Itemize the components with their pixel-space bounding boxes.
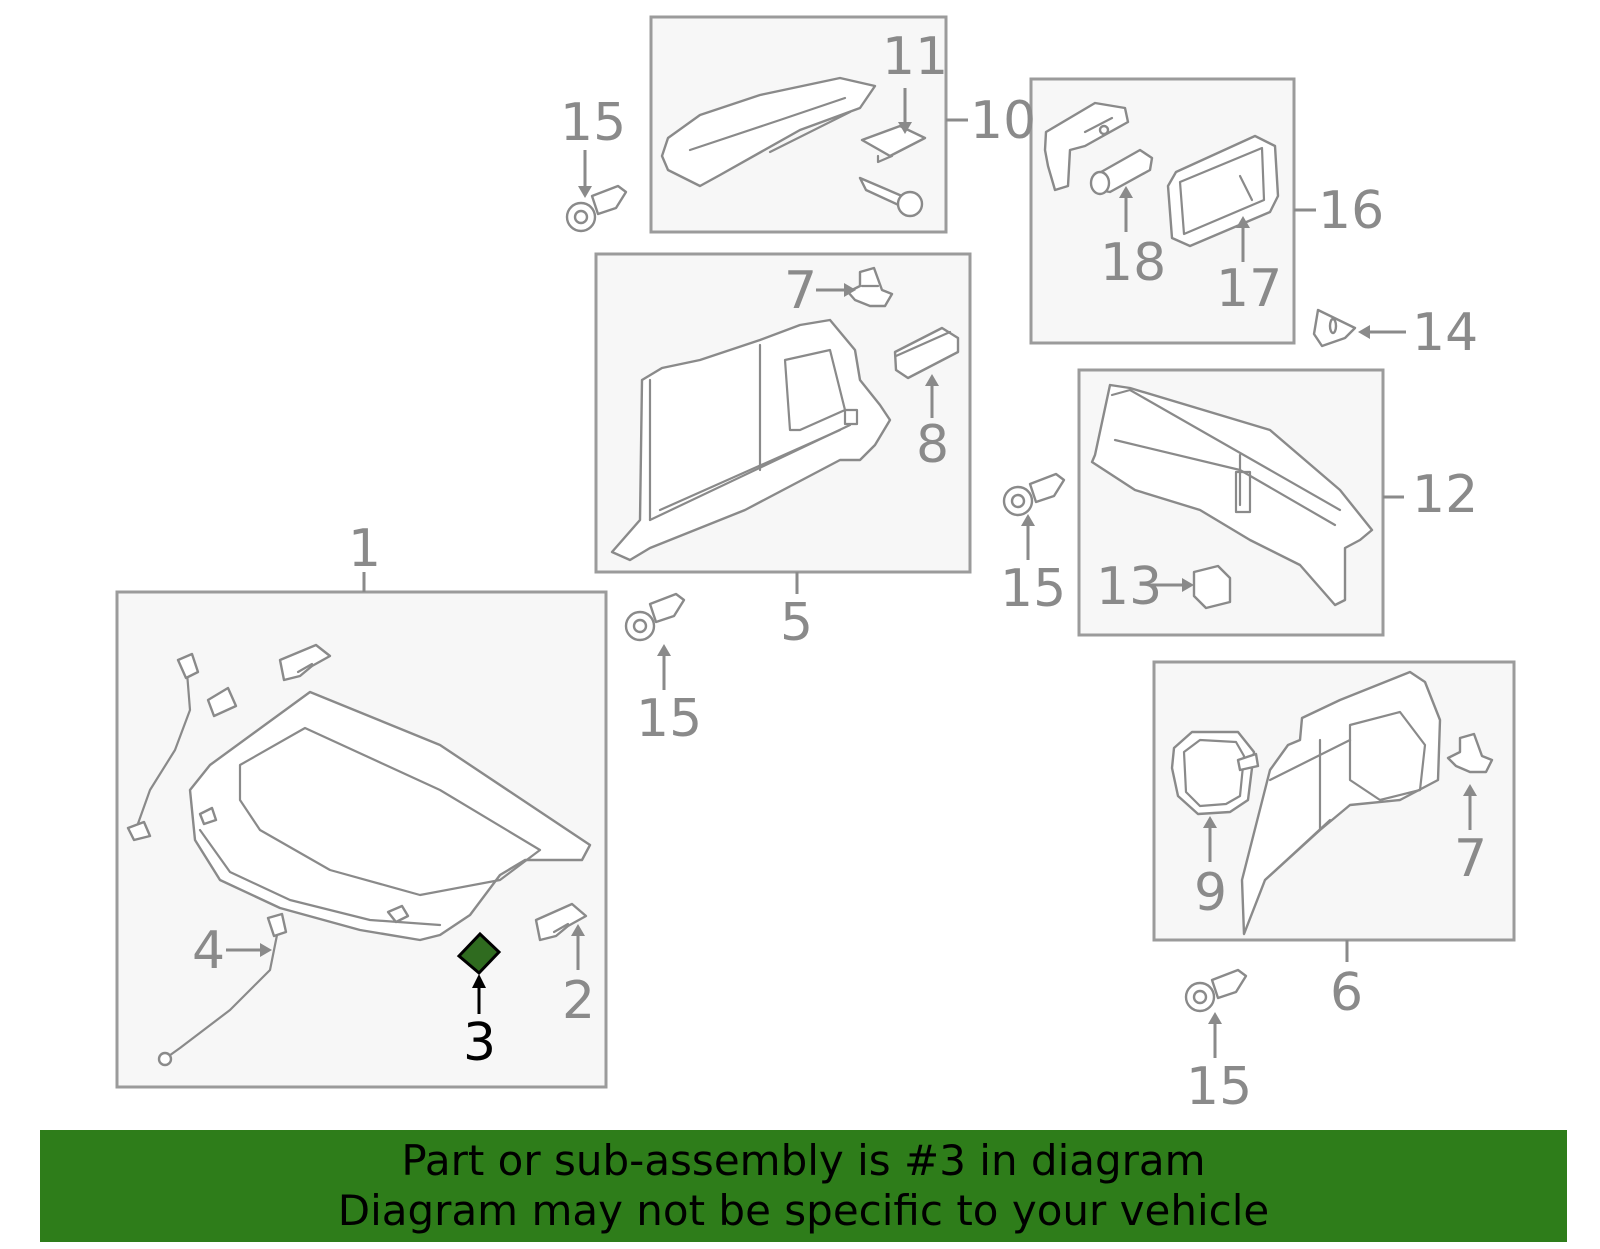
- part-7-clip-lower: [1446, 732, 1494, 774]
- callout-9: 9: [1194, 863, 1227, 923]
- part-4-cable: [157, 912, 288, 1067]
- part-1-cargo-cover: [188, 690, 592, 942]
- part-2-bracket: [534, 902, 588, 942]
- callout-8: 8: [916, 415, 949, 475]
- part-6-quarter-trim: [1240, 670, 1442, 936]
- part-15-pushpin-a: [565, 184, 628, 233]
- banner-line-2: Diagram may not be specific to your vehi…: [337, 1186, 1270, 1235]
- callout-1: 1: [348, 519, 381, 579]
- part-8-cap: [893, 326, 960, 380]
- callout-15-a: 15: [560, 93, 626, 153]
- part-10-fastener: [858, 176, 924, 218]
- leader-3-highlighted: [472, 974, 486, 1014]
- part-3-highlighted: [456, 931, 502, 976]
- part-5-quarter-trim: [610, 318, 892, 562]
- callout-7-a: 7: [784, 261, 817, 321]
- info-banner: Part or sub-assembly is #3 in diagram Di…: [40, 1130, 1567, 1242]
- callout-3: 3: [463, 1013, 496, 1073]
- callout-6: 6: [1330, 963, 1363, 1023]
- part-15-pushpin-b: [624, 592, 686, 642]
- callout-10: 10: [970, 91, 1036, 151]
- part-10-upper-trim: [660, 76, 877, 188]
- banner-line-1: Part or sub-assembly is #3 in diagram: [401, 1136, 1206, 1185]
- part-16-bracket: [1043, 101, 1130, 192]
- part-1-small-clip: [206, 686, 238, 718]
- callout-16: 16: [1318, 181, 1384, 241]
- part-17-lamp: [1166, 134, 1280, 248]
- callout-12: 12: [1412, 465, 1478, 525]
- callout-5: 5: [780, 593, 813, 653]
- part-12-rear-panel: [1090, 383, 1374, 607]
- leader-lines: [226, 88, 1477, 1058]
- part-1-cable: [126, 652, 200, 842]
- callout-2: 2: [562, 971, 595, 1031]
- callout-7-b: 7: [1454, 829, 1487, 889]
- part-18-socket: [1089, 148, 1154, 196]
- callout-14: 14: [1412, 303, 1478, 363]
- callout-13: 13: [1096, 557, 1162, 617]
- callout-4: 4: [192, 921, 225, 981]
- callout-15-c: 15: [1000, 559, 1066, 619]
- part-13-pad: [1192, 564, 1232, 610]
- callout-15-d: 15: [1186, 1057, 1252, 1117]
- callout-11: 11: [882, 27, 948, 87]
- callout-15-b: 15: [636, 689, 702, 749]
- callout-18: 18: [1100, 233, 1166, 293]
- part-11-clip: [860, 124, 927, 164]
- part-15-pushpin-d: [1184, 968, 1248, 1013]
- callout-17: 17: [1216, 259, 1282, 319]
- part-15-pushpin-c: [1002, 472, 1066, 517]
- part-1-top-bracket: [278, 643, 332, 682]
- part-14-clip: [1312, 308, 1357, 348]
- part-9-cover: [1170, 730, 1260, 816]
